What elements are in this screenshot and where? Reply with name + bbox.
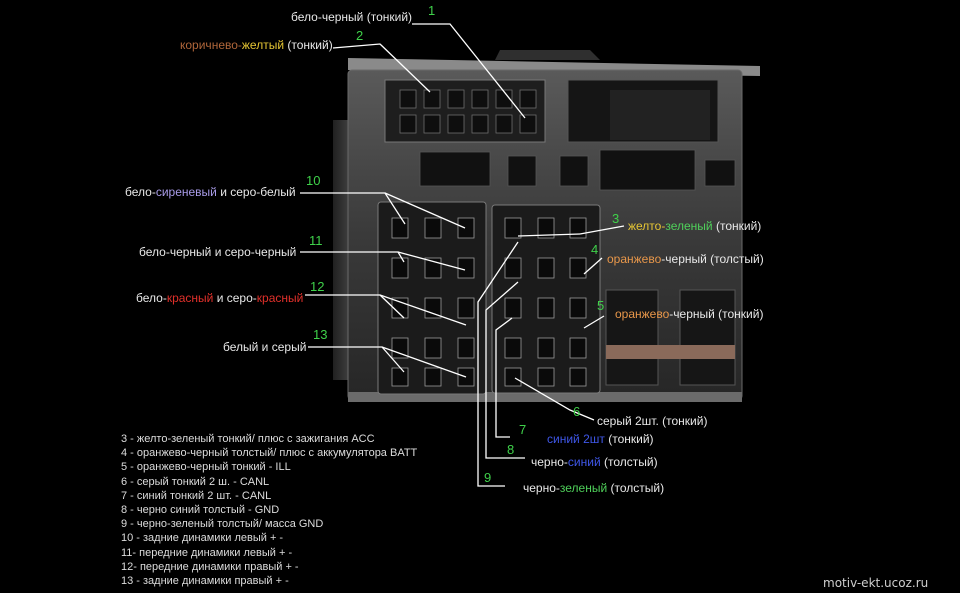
label-5: оранжево-черный (тонкий) xyxy=(615,307,763,321)
label-4: оранжево-черный (толстый) xyxy=(607,252,764,266)
label-1: бело-черный (тонкий) xyxy=(291,10,412,24)
legend-item: 10 - задние динамики левый + - xyxy=(121,532,284,545)
leader-13b xyxy=(381,346,467,378)
label-part: (тонкий) xyxy=(604,432,654,446)
right-window-2 xyxy=(679,289,736,386)
right-window-1 xyxy=(605,289,659,386)
number-6: 6 xyxy=(573,404,581,419)
leader-3b xyxy=(517,233,581,237)
legend-item: 12- передние динамики правый + - xyxy=(121,560,299,573)
number-3: 3 xyxy=(612,211,620,226)
number-12: 12 xyxy=(310,279,325,294)
number-11: 11 xyxy=(309,233,323,248)
label-part: (тонкий) xyxy=(712,219,762,233)
number-5: 5 xyxy=(597,298,605,313)
number-8: 8 xyxy=(507,442,515,457)
label-part: бело- xyxy=(136,291,167,305)
label-3: желто-зеленый (тонкий) xyxy=(628,219,761,233)
label-part: синий 2шт xyxy=(547,432,605,446)
right-block-pins xyxy=(504,217,587,387)
leader-7 xyxy=(495,317,513,438)
number-13: 13 xyxy=(313,327,328,342)
label-part: -черный (тонкий) xyxy=(669,307,764,321)
number-2: 2 xyxy=(356,28,364,43)
legend-item: 3 - желто-зеленый тонкий/ плюс с зажиган… xyxy=(121,433,375,445)
legend-item: 8 - черно синий толстый - GND xyxy=(121,504,280,517)
legend-item: 9 - черно-зеленый толстый/ масса GND xyxy=(121,518,324,531)
label-part: сиреневый xyxy=(155,185,217,199)
label-part: (толстый) xyxy=(607,481,665,495)
label-part: бело- xyxy=(125,185,156,199)
left-block-pins xyxy=(391,217,475,387)
label-part: зеленый xyxy=(559,481,608,495)
leader-9 xyxy=(477,241,519,487)
label-part: желто- xyxy=(628,219,666,233)
label-part: -черный (толстый) xyxy=(661,252,764,266)
upper-right-cavity xyxy=(610,90,710,140)
label-part: и серо-белый xyxy=(216,185,296,199)
label-part: серый 2шт. (тонкий) xyxy=(597,414,708,428)
number-4: 4 xyxy=(591,242,599,257)
site-watermark: motiv-ekt.ucoz.ru xyxy=(823,576,929,590)
leader-lines xyxy=(300,23,625,487)
label-part: белый и серый xyxy=(223,340,307,354)
legend-item: 11- передние динамики левый + - xyxy=(121,546,293,559)
label-13: белый и серый xyxy=(223,340,306,354)
middle-cavities xyxy=(419,149,736,191)
leader-6 xyxy=(514,377,595,421)
connector-top-clip xyxy=(495,50,600,60)
label-10: бело-сиреневый и серо-белый xyxy=(125,185,296,199)
label-part: оранжево xyxy=(615,307,670,321)
label-part: желтый xyxy=(241,38,285,52)
legend-item: 4 - оранжево-черный толстый/ плюс с акку… xyxy=(121,447,418,460)
pinout-legend: 3 - желто-зеленый тонкий/ плюс с зажиган… xyxy=(121,432,417,588)
label-11: бело-черный и серо-черный xyxy=(139,245,296,259)
label-part: оранжево xyxy=(607,252,662,266)
label-12: бело-красный и серо-красный xyxy=(136,291,303,305)
label-8: черно-синий (толстый) xyxy=(531,455,658,469)
label-part: красный xyxy=(256,291,304,305)
leader-12b xyxy=(379,294,467,326)
number-10: 10 xyxy=(306,173,321,188)
connector-bottom-rail xyxy=(348,392,742,402)
label-part: и серо- xyxy=(213,291,257,305)
number-7: 7 xyxy=(519,422,527,437)
legend-item: 7 - синий тонкий 2 шт. - CANL xyxy=(121,489,272,502)
leader-4 xyxy=(583,257,603,275)
label-part: зеленый xyxy=(665,219,713,233)
label-part: черно- xyxy=(523,481,560,495)
label-2: коричнево-желтый (тонкий) xyxy=(180,38,333,52)
legend-item: 6 - серый тонкий 2 ш. - CANL xyxy=(121,475,270,488)
right-window-bar xyxy=(606,345,735,359)
legend-item: 13 - задние динамики правый + - xyxy=(121,575,289,588)
number-9: 9 xyxy=(484,470,492,485)
leader-3 xyxy=(579,225,625,235)
label-part: (толстый) xyxy=(600,455,658,469)
leader-11b xyxy=(397,251,466,271)
label-part: бело-черный (тонкий) xyxy=(291,10,413,24)
label-part: черно- xyxy=(531,455,568,469)
label-part: бело-черный и серо-черный xyxy=(139,245,297,259)
leader-10b xyxy=(384,192,466,229)
label-part: (тонкий) xyxy=(284,38,333,52)
label-part: красный xyxy=(166,291,214,305)
number-1: 1 xyxy=(428,3,436,18)
leader-1 xyxy=(412,23,526,119)
label-9: черно-зеленый (толстый) xyxy=(523,481,664,495)
label-7: синий 2шт (тонкий) xyxy=(547,432,654,446)
label-part: коричнево- xyxy=(180,38,242,52)
leader-2 xyxy=(332,43,431,93)
label-6: серый 2шт. (тонкий) xyxy=(597,414,707,428)
label-part: синий xyxy=(567,455,601,469)
legend-item: 5 - оранжево-черный тонкий - ILL xyxy=(121,461,291,474)
upper-pin-cavities xyxy=(399,89,537,134)
leader-5 xyxy=(583,315,605,329)
leader-8 xyxy=(485,281,525,459)
